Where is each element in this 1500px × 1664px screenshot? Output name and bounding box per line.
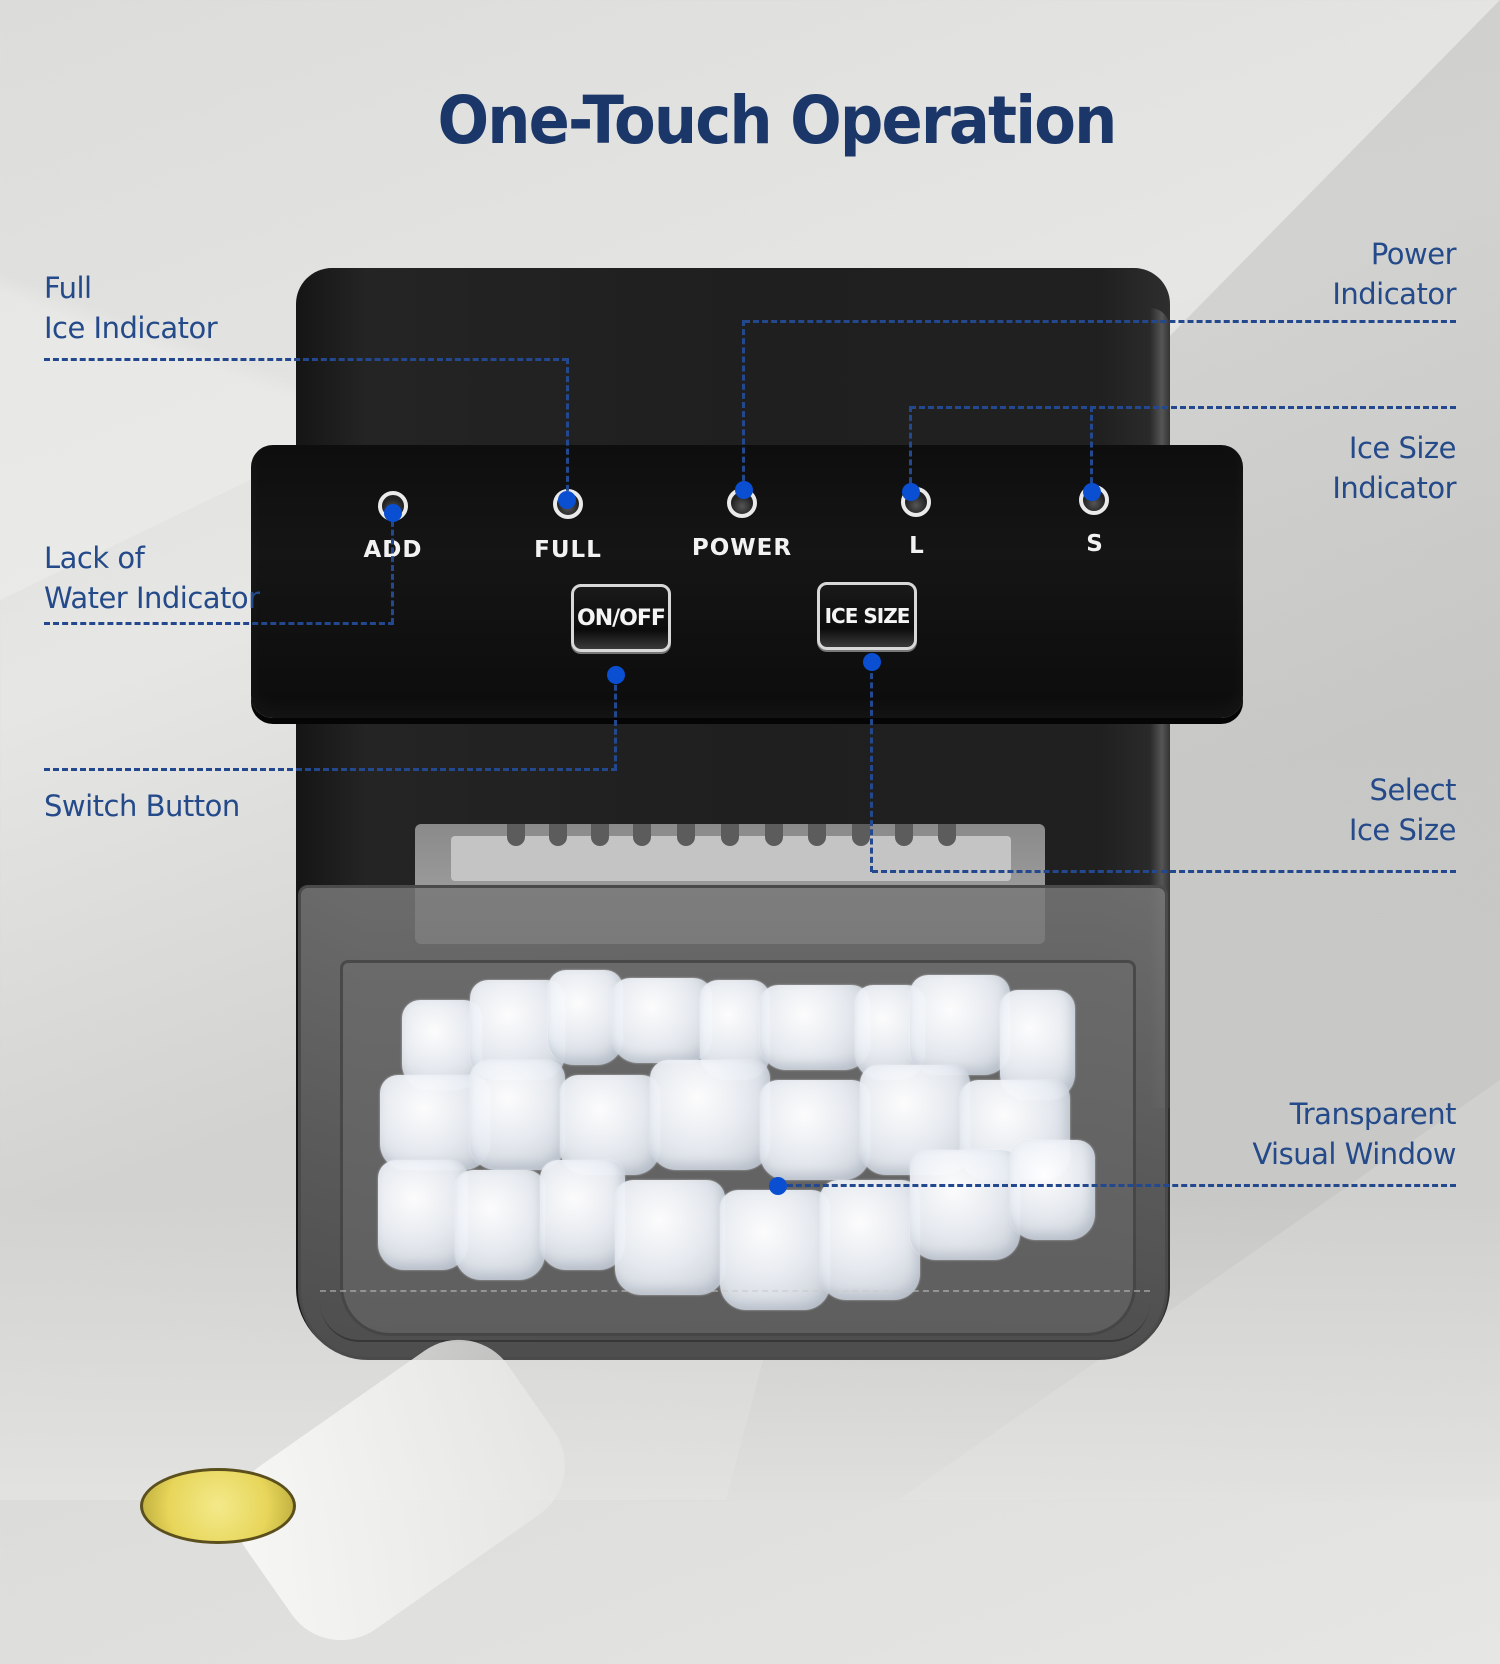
callout-line: Visual Window [1252,1137,1456,1171]
on-off-button[interactable]: ON/OFF [571,584,671,652]
callout-line: Switch Button [44,789,240,823]
power-label: POWER [691,535,793,561]
small-indicator-dot [1083,483,1101,501]
tray-slot [852,824,870,846]
callout-power-indicator: Power Indicator [1332,234,1456,314]
tray-slot [633,824,651,846]
leader-line-ice-size [910,406,1456,409]
tray-slot [721,824,739,846]
callout-ice-size-indicator: Ice Size Indicator [1332,428,1456,508]
callout-lack-of-water-indicator: Lack of Water Indicator [44,538,260,618]
leader-line-select-size-vertical [870,664,873,872]
callout-line: Lack of [44,541,145,575]
callout-line: Ice Size [1348,813,1457,847]
leader-line-window [778,1184,1456,1187]
ice-size-button[interactable]: ICE SIZE [817,582,917,650]
large-label: L [909,533,925,559]
tray-slot [677,824,695,846]
tray-slot [507,824,525,846]
callout-line: Ice Size [1348,431,1457,465]
tray-slot [765,824,783,846]
callout-switch-button: Switch Button [44,786,240,826]
full-indicator-dot [558,491,576,509]
leader-line-switch [44,768,617,771]
lemon-slice-decoration [140,1468,296,1544]
add-indicator-dot [384,504,402,522]
ice-size-button-dot [863,653,881,671]
large-indicator-dot [902,483,920,501]
callout-full-ice-indicator: Full Ice Indicator [44,268,218,348]
callout-line: Water Indicator [44,581,260,615]
leader-line-full-vertical [566,358,569,500]
tray-slot [549,824,567,846]
leader-line-ice-size-s [1090,406,1093,492]
callout-line: Indicator [1332,471,1456,505]
leader-line-add [44,622,394,625]
callout-line: Select [1369,773,1457,807]
ice-basket-rim [320,1290,1150,1342]
switch-button-dot [607,666,625,684]
leader-line-power-vertical [742,320,745,490]
leader-line-add-vertical [391,512,394,624]
tray-slot [808,824,826,846]
leader-line-switch-vertical [614,676,617,770]
leader-line-power [744,320,1456,323]
leader-line-full [44,358,568,361]
page-title: One-Touch Operation [437,82,1118,159]
power-indicator-dot [735,481,753,499]
callout-line: Power [1370,237,1457,271]
tray-slot [895,824,913,846]
callout-transparent-visual-window: Transparent Visual Window [1252,1094,1456,1174]
small-label: S [1086,531,1104,557]
callout-line: Ice Indicator [44,311,218,345]
leader-line-ice-size-l [909,406,912,492]
leader-line-select-size [872,870,1456,873]
tray-slot [591,824,609,846]
tray-slot [938,824,956,846]
window-dot [769,1177,787,1195]
callout-line: Full [44,271,92,305]
callout-select-ice-size: Select Ice Size [1348,770,1457,850]
full-label: FULL [534,537,602,563]
callout-line: Transparent [1289,1097,1457,1131]
callout-line: Indicator [1332,277,1456,311]
